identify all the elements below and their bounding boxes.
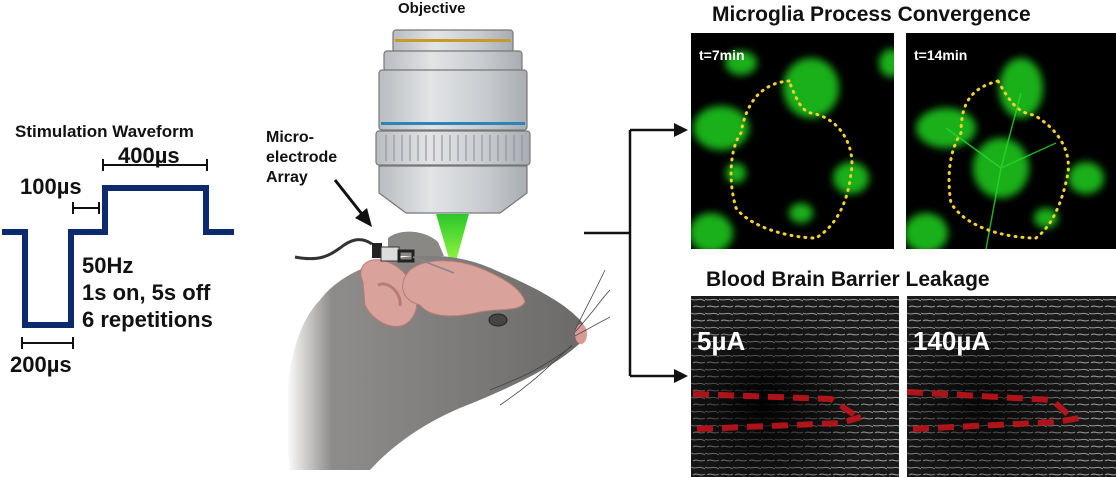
timepoint-label: t=14min bbox=[914, 47, 968, 63]
electrode-label: Micro- electrode Array bbox=[266, 128, 337, 188]
microglia-image-7min: t=7min bbox=[691, 33, 894, 249]
electrode-track-outline bbox=[907, 389, 1080, 432]
bbb-image-140ua: 140µA bbox=[907, 296, 1116, 477]
label-repetitions: 6 repetitions bbox=[82, 307, 213, 332]
microglia-image-14min: t=14min bbox=[906, 33, 1116, 249]
objective-icon bbox=[375, 29, 531, 214]
bracket-100us bbox=[72, 202, 100, 214]
electrode-track-outline bbox=[692, 391, 862, 432]
microelectrode-array-icon bbox=[294, 238, 455, 274]
label-200us: 200µs bbox=[10, 352, 72, 377]
microglia-outline bbox=[947, 79, 1070, 240]
bracket-200us bbox=[21, 337, 74, 349]
label-100us: 100µs bbox=[20, 174, 82, 199]
label-frequency: 50Hz bbox=[82, 253, 134, 278]
microglia-image-14min-graphic bbox=[906, 58, 1104, 249]
microglia-outline bbox=[729, 79, 854, 240]
excitation-beam bbox=[436, 214, 469, 272]
label-duty-cycle: 1s on, 5s off bbox=[82, 280, 211, 305]
waveform-trace bbox=[2, 185, 234, 328]
bbb-image-140ua-graphic bbox=[907, 296, 1116, 477]
bbb-image-5ua: 5µA bbox=[691, 296, 899, 477]
bracket-400us bbox=[102, 159, 208, 171]
bbb-image-5ua-graphic bbox=[691, 296, 899, 477]
bbb-title: Blood Brain Barrier Leakage bbox=[706, 268, 990, 291]
setup-illustration bbox=[286, 29, 610, 470]
label-400us: 400µs bbox=[118, 143, 180, 168]
objective-label: Objective bbox=[398, 0, 466, 17]
waveform-diagram bbox=[2, 159, 234, 349]
electrode-label-line1: Micro- bbox=[266, 129, 314, 146]
electrode-arrow bbox=[333, 179, 372, 227]
microglia-image-7min-graphic bbox=[691, 49, 894, 249]
electrode-label-line2: electrode bbox=[266, 149, 338, 166]
branch-arrow bbox=[584, 123, 688, 383]
current-label: 5µA bbox=[697, 326, 746, 356]
current-label: 140µA bbox=[913, 326, 991, 356]
electrode-label-line3: Array bbox=[266, 169, 308, 186]
microglia-title: Microglia Process Convergence bbox=[712, 3, 1031, 26]
timepoint-label: t=7min bbox=[699, 47, 745, 63]
waveform-title: Stimulation Waveform bbox=[15, 122, 194, 141]
mouse-head-icon bbox=[286, 231, 610, 470]
